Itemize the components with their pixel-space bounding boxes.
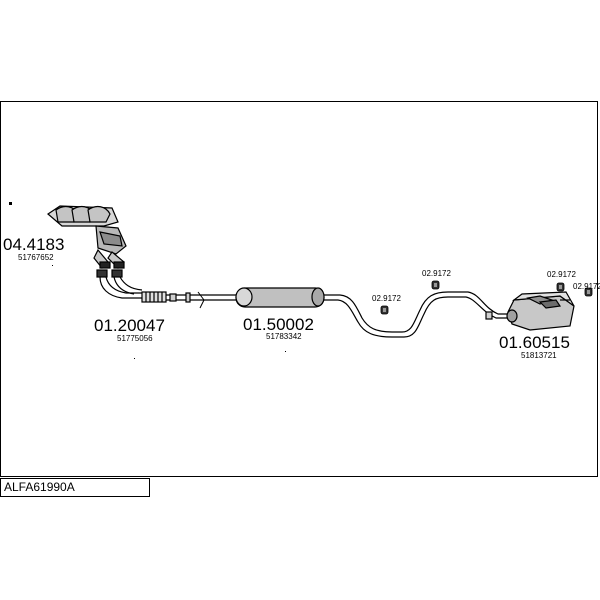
clamp-label: 02.9172 xyxy=(573,282,600,291)
exhaust-manifold xyxy=(47,205,127,269)
rear-silencer xyxy=(506,291,575,331)
marker-dot xyxy=(9,202,12,205)
oe-number-front-pipe: 51775056 xyxy=(117,334,153,343)
part-number-middle-silencer: 01.50002 xyxy=(243,315,314,334)
oe-number-middle-silencer: 51783342 xyxy=(266,332,302,341)
drawing-title: ALFA61990A xyxy=(0,478,150,497)
drawing-frame xyxy=(0,101,598,477)
clamp-label: 02.9172 xyxy=(372,294,401,303)
front-pipe xyxy=(96,269,205,309)
dots xyxy=(52,265,286,359)
part-number-rear-silencer: 01.60515 xyxy=(499,333,570,352)
intermediate-pipe xyxy=(324,291,508,338)
middle-silencer xyxy=(200,287,325,308)
clamp-label: 02.9172 xyxy=(547,270,576,279)
mount-inner xyxy=(383,283,590,312)
part-number-manifold: 04.4183 xyxy=(3,235,65,254)
oe-number-rear-silencer: 51813721 xyxy=(521,351,557,360)
clamp-label: 02.9172 xyxy=(422,269,451,278)
oe-number-manifold: 51767652 xyxy=(18,253,54,262)
part-number-front-pipe: 01.20047 xyxy=(94,316,165,335)
